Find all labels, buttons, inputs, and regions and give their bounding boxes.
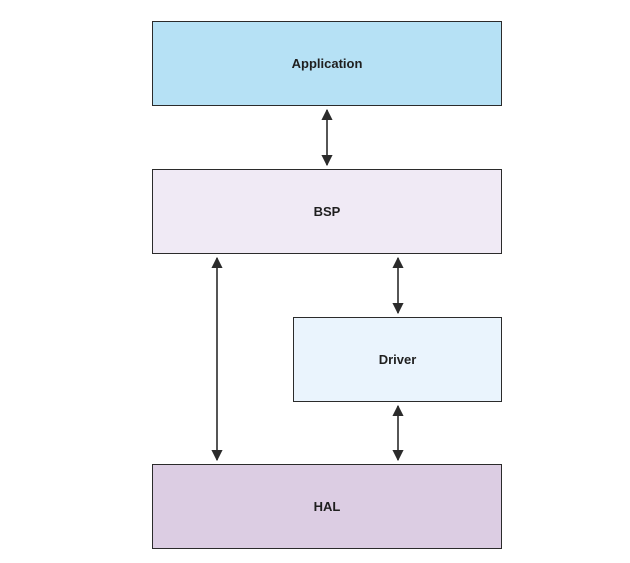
application-label: Application <box>291 56 363 71</box>
driver-label: Driver <box>378 352 417 367</box>
application-block: Application <box>152 21 502 106</box>
hal-label: HAL <box>313 499 341 514</box>
bsp-label: BSP <box>313 204 341 219</box>
driver-block: Driver <box>293 317 502 402</box>
bsp-block: BSP <box>152 169 502 254</box>
hal-block: HAL <box>152 464 502 549</box>
